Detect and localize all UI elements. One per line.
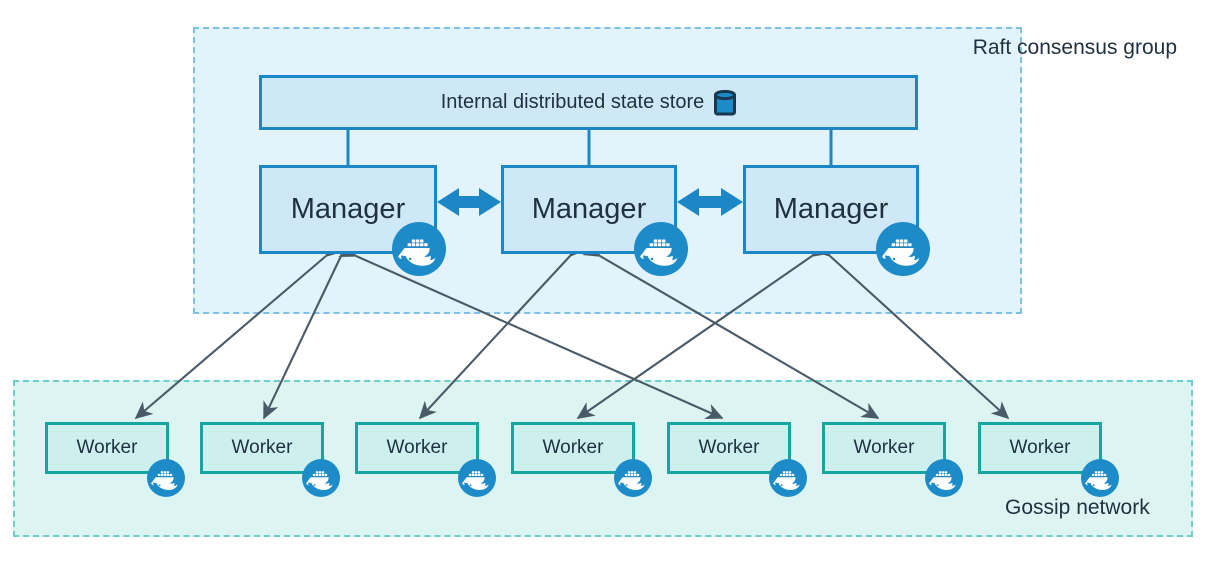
worker-node-7[interactable]: Worker	[978, 422, 1102, 474]
worker-node-3[interactable]: Worker	[355, 422, 479, 474]
docker-whale-icon	[634, 222, 688, 276]
worker-node-4[interactable]: Worker	[511, 422, 635, 474]
manager-node-2[interactable]: Manager	[501, 165, 677, 254]
docker-whale-icon	[769, 459, 807, 497]
docker-whale-icon	[925, 459, 963, 497]
state-store-box[interactable]: Internal distributed state store	[259, 75, 918, 130]
manager-label: Manager	[531, 193, 647, 225]
docker-whale-icon	[302, 459, 340, 497]
worker-node-6[interactable]: Worker	[822, 422, 946, 474]
worker-node-1[interactable]: Worker	[45, 422, 169, 474]
database-cylinder-icon	[714, 89, 737, 118]
gossip-network-label: Gossip network	[1005, 496, 1150, 519]
worker-label: Worker	[853, 437, 915, 458]
worker-label: Worker	[698, 437, 760, 458]
worker-label: Worker	[1009, 437, 1071, 458]
docker-whale-icon	[392, 222, 446, 276]
manager-label: Manager	[773, 193, 889, 225]
manager-label: Manager	[290, 193, 406, 225]
docker-whale-icon	[1081, 459, 1119, 497]
docker-whale-icon	[147, 459, 185, 497]
worker-label: Worker	[542, 437, 604, 458]
worker-label: Worker	[231, 437, 293, 458]
worker-label: Worker	[76, 437, 138, 458]
docker-whale-icon	[458, 459, 496, 497]
docker-whale-icon	[876, 222, 930, 276]
state-store-label: Internal distributed state store	[440, 91, 705, 113]
worker-node-2[interactable]: Worker	[200, 422, 324, 474]
manager-peer-arrows	[437, 188, 743, 216]
docker-whale-icon	[614, 459, 652, 497]
worker-node-5[interactable]: Worker	[667, 422, 791, 474]
state-store-connector-lines	[346, 130, 833, 165]
manager-worker-arrows	[134, 238, 1010, 420]
worker-label: Worker	[386, 437, 448, 458]
raft-consensus-group-label: Raft consensus group	[972, 36, 1177, 59]
